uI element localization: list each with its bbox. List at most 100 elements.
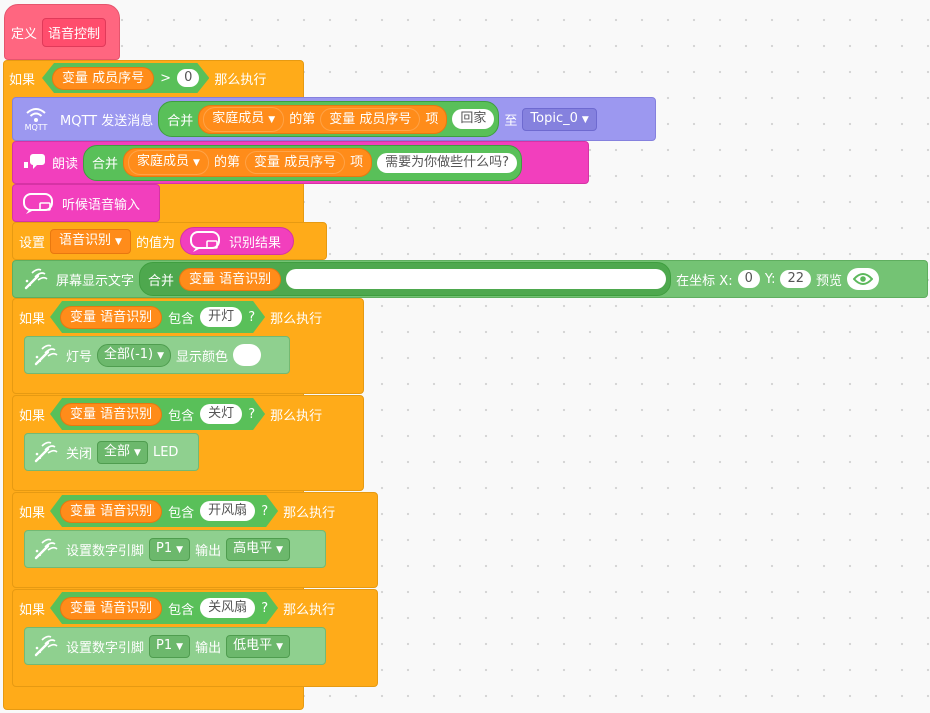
led-color-block[interactable]: 灯号 全部(-1)▼ 显示颜色 (24, 336, 290, 374)
if-keyword: 如果 (9, 72, 36, 88)
magic-wand-icon (21, 267, 51, 291)
join-reporter[interactable]: 合并 家庭成员▼ 的第 变量 成员序号 项 回家 (158, 101, 500, 137)
led-text: LED (152, 444, 179, 460)
pin-dropdown[interactable]: P1▼ (149, 634, 191, 658)
question-mark: ? (261, 503, 269, 519)
question-mark: ? (261, 600, 269, 616)
join-label: 合并 (167, 113, 194, 129)
at-coord-label: 在坐标 X: (676, 273, 733, 289)
set-var-block[interactable]: 设置 语音识别▼ 的值为 识别结果 (12, 222, 327, 260)
set-pin-label: 设置数字引脚 (66, 543, 145, 559)
listen-block[interactable]: 听候语音输入 (12, 184, 160, 222)
led-all-dropdown[interactable]: 全部▼ (97, 440, 148, 464)
magic-wand-icon (31, 537, 61, 561)
of-label: 的第 (213, 155, 240, 170)
led-index-dropdown[interactable]: 全部(-1)▼ (97, 343, 172, 367)
var-member-index[interactable]: 变量 成员序号 (244, 151, 346, 174)
join-label: 合并 (92, 157, 119, 172)
if-header: 如果 变量 语音识别 包含 关风扇 ? 那么执行 (13, 591, 341, 625)
var-member-index[interactable]: 变量 成员序号 (320, 107, 421, 131)
led-label: 灯号 (66, 349, 93, 365)
var-speech-recognition[interactable]: 变量 语音识别 (60, 306, 162, 329)
show-color-label: 显示颜色 (176, 349, 229, 365)
listen-label: 听候语音输入 (62, 197, 141, 213)
var-speech-recognition[interactable]: 变量 语音识别 (60, 597, 162, 620)
if-keyword: 如果 (19, 602, 46, 618)
define-name[interactable]: 语音控制 (42, 17, 107, 47)
item-label: 项 (425, 111, 439, 127)
contains-label: 包含 (168, 602, 195, 618)
question-mark: ? (248, 309, 256, 325)
eye-icon[interactable] (847, 268, 880, 290)
speech-bubble-icon (21, 190, 57, 216)
output-label: 输出 (195, 543, 222, 559)
var-speech-recognition[interactable]: 变量 语音识别 (60, 403, 162, 426)
contains-condition[interactable]: 变量 语音识别 包含 关风扇 ? (50, 592, 278, 624)
x-input[interactable]: 0 (737, 270, 760, 288)
list-item-reporter[interactable]: 家庭成员▼ 的第 变量 成员序号 项 (198, 104, 448, 134)
if-header: 如果 变量 语音识别 包含 关灯 ? 那么执行 (13, 397, 328, 431)
then-label: 那么执行 (270, 408, 323, 424)
pin-high-block[interactable]: 设置数字引脚 P1▼ 输出 高电平▼ (24, 530, 326, 568)
led-off-block[interactable]: 关闭 全部▼ LED (24, 433, 199, 471)
screen-display-block[interactable]: 屏幕显示文字 合并 变量 语音识别 在坐标 X: 0 Y: 22 预览 (12, 260, 928, 298)
contains-label: 包含 (168, 408, 195, 424)
list-dropdown[interactable]: 家庭成员▼ (128, 150, 209, 175)
of-label: 的第 (289, 111, 316, 127)
then-label: 那么执行 (283, 602, 336, 618)
list-dropdown[interactable]: 家庭成员▼ (203, 106, 285, 132)
level-dropdown[interactable]: 低电平▼ (226, 634, 291, 658)
text-fan-off[interactable]: 关风扇 (200, 598, 255, 618)
text-light-off[interactable]: 关灯 (200, 404, 242, 424)
speak-label: 朗读 (52, 157, 79, 172)
wifi-icon: MQTT (17, 100, 55, 138)
y-input[interactable]: 22 (780, 270, 812, 288)
then-label: 那么执行 (270, 311, 323, 327)
topic-dropdown[interactable]: Topic_0▼ (522, 107, 597, 131)
join-reporter[interactable]: 合并 变量 语音识别 (139, 262, 672, 296)
pin-low-block[interactable]: 设置数字引脚 P1▼ 输出 低电平▼ (24, 627, 326, 665)
compare-op: > (160, 70, 172, 86)
speech-bubble-icon (189, 229, 223, 253)
if-keyword: 如果 (19, 311, 46, 327)
var-member-index[interactable]: 变量 成员序号 (52, 67, 154, 90)
speak-block[interactable]: 朗读 合并 家庭成员▼ 的第 变量 成员序号 项 需要为你做些什么吗? (12, 141, 589, 184)
mqtt-icon-text: MQTT (24, 122, 48, 132)
mqtt-label: MQTT 发送消息 (60, 113, 154, 129)
compare-value[interactable]: 0 (177, 69, 199, 87)
magic-wand-icon (31, 634, 61, 658)
list-item-reporter[interactable]: 家庭成员▼ 的第 变量 成员序号 项 (123, 148, 373, 177)
var-dropdown[interactable]: 语音识别▼ (50, 228, 131, 254)
to-label: 至 (504, 113, 518, 129)
var-speech-recognition[interactable]: 变量 语音识别 (60, 500, 162, 523)
contains-label: 包含 (168, 311, 195, 327)
text-home[interactable]: 回家 (452, 109, 495, 129)
mqtt-send-block[interactable]: MQTT MQTT 发送消息 合并 家庭成员▼ 的第 变量 成员序号 项 回家 … (12, 97, 656, 141)
close-label: 关闭 (66, 446, 93, 462)
screen-label: 屏幕显示文字 (56, 273, 135, 289)
preview-label: 预览 (816, 273, 843, 289)
result-label: 识别结果 (228, 235, 281, 251)
contains-condition[interactable]: 变量 语音识别 包含 关灯 ? (50, 398, 265, 430)
text-input-empty[interactable] (286, 269, 667, 289)
contains-condition[interactable]: 变量 语音识别 包含 开风扇 ? (50, 495, 278, 527)
compare-condition[interactable]: 变量 成员序号 > 0 (42, 63, 209, 93)
magic-wand-icon (31, 343, 61, 367)
define-block[interactable]: 定义 语音控制 (4, 4, 120, 60)
text-light-on[interactable]: 开灯 (200, 307, 242, 327)
color-swatch[interactable] (233, 344, 262, 366)
level-dropdown[interactable]: 高电平▼ (226, 537, 291, 561)
y-label: Y: (764, 271, 776, 287)
question-mark: ? (248, 406, 256, 422)
contains-condition[interactable]: 变量 语音识别 包含 开灯 ? (50, 301, 265, 333)
var-speech-recognition[interactable]: 变量 语音识别 (179, 267, 282, 291)
if-header: 如果 变量 语音识别 包含 开灯 ? 那么执行 (13, 300, 328, 334)
recognition-result-reporter[interactable]: 识别结果 (179, 227, 294, 255)
text-prompt[interactable]: 需要为你做些什么吗? (377, 152, 518, 173)
text-fan-on[interactable]: 开风扇 (200, 501, 255, 521)
pin-dropdown[interactable]: P1▼ (149, 537, 191, 561)
if-keyword: 如果 (19, 408, 46, 424)
join-reporter[interactable]: 合并 家庭成员▼ 的第 变量 成员序号 项 需要为你做些什么吗? (83, 144, 523, 181)
item-label: 项 (350, 155, 364, 170)
if-keyword: 如果 (19, 505, 46, 521)
